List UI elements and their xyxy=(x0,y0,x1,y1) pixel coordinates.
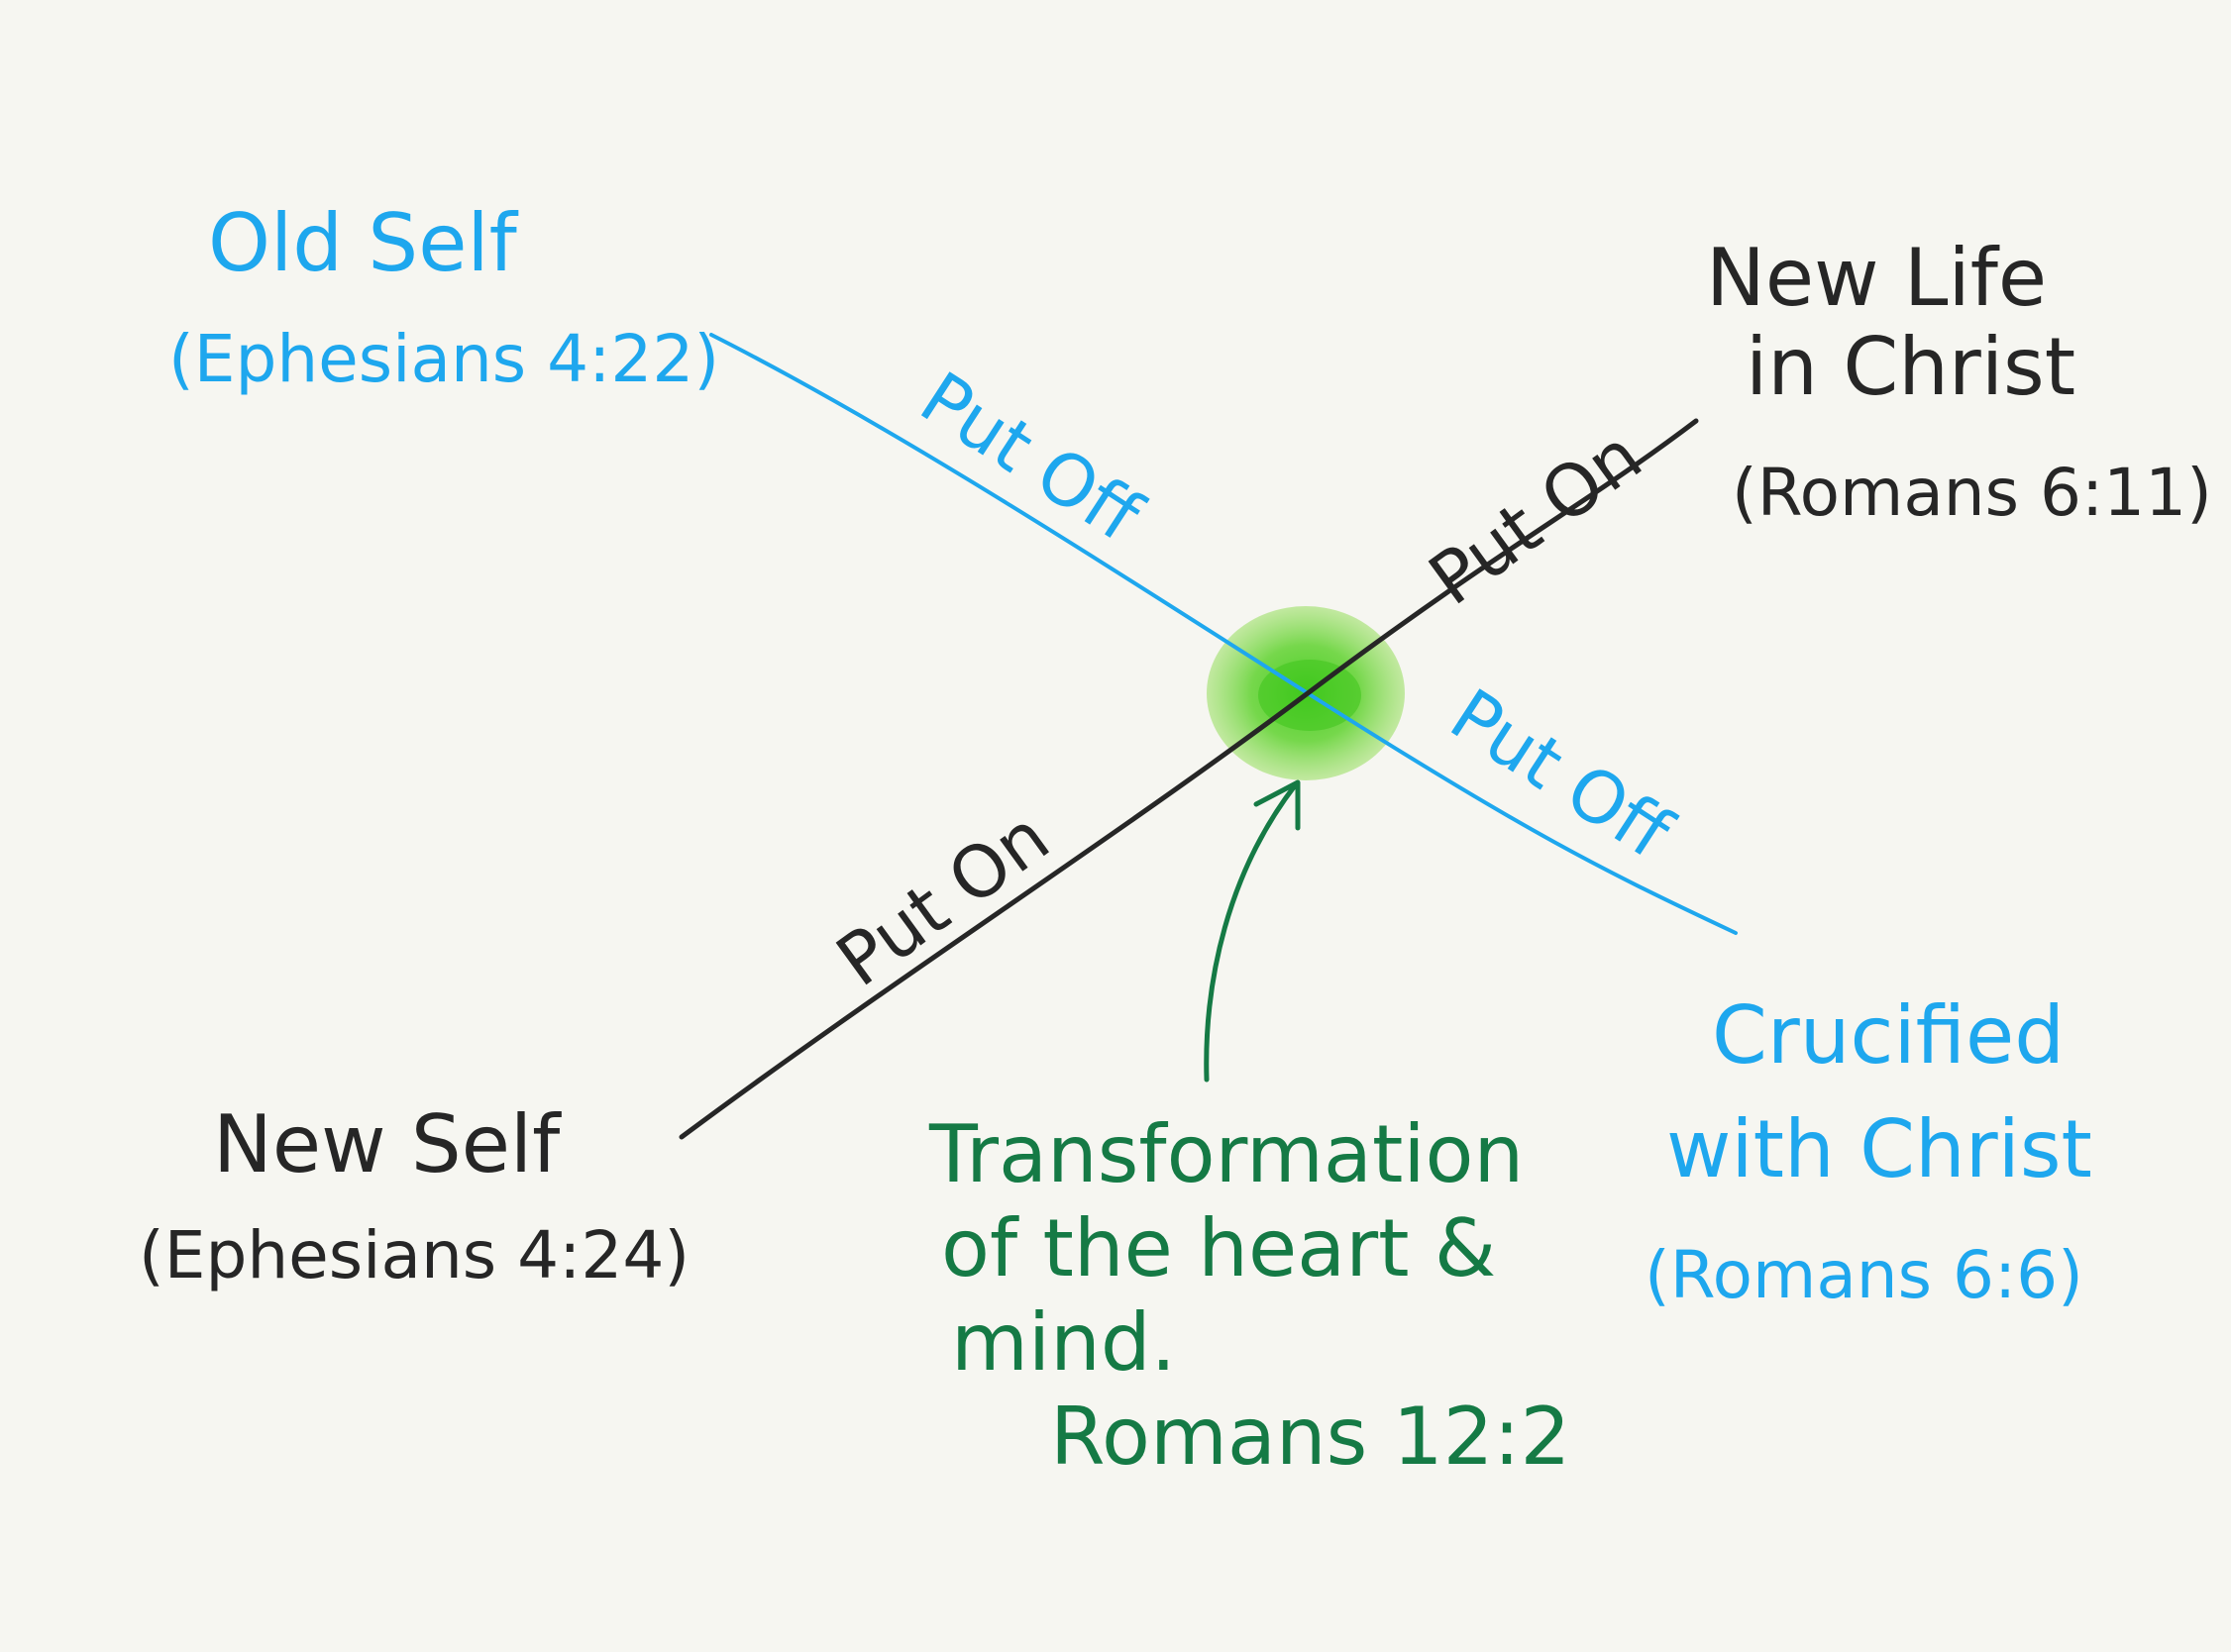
new-life-line1: New Life xyxy=(1706,232,2048,324)
transformation-arrow xyxy=(1204,781,1299,1083)
crucified-line2: with Christ xyxy=(1666,1103,2092,1195)
new-self-title: New Self xyxy=(213,1098,561,1190)
new-self-reference: (Ephesians 4:24) xyxy=(139,1217,691,1293)
put-off-line xyxy=(709,333,1738,935)
transformation-arrowhead xyxy=(1253,779,1301,831)
crucified-line1: Crucified xyxy=(1712,989,2066,1082)
new-life-line2: in Christ xyxy=(1746,321,2076,413)
new-life-reference: (Romans 6:11) xyxy=(1732,455,2212,531)
transformation-line3: mind. xyxy=(951,1296,1177,1389)
put-on-line xyxy=(679,418,1699,1140)
transformation-reference: Romans 12:2 xyxy=(1050,1391,1571,1483)
crucified-reference: (Romans 6:6) xyxy=(1645,1237,2083,1313)
transformation-line2: of the heart & xyxy=(941,1202,1497,1294)
old-self-reference: (Ephesians 4:22) xyxy=(168,321,720,397)
old-self-title: Old Self xyxy=(208,197,517,289)
transformation-line1: Transformation xyxy=(929,1108,1525,1200)
